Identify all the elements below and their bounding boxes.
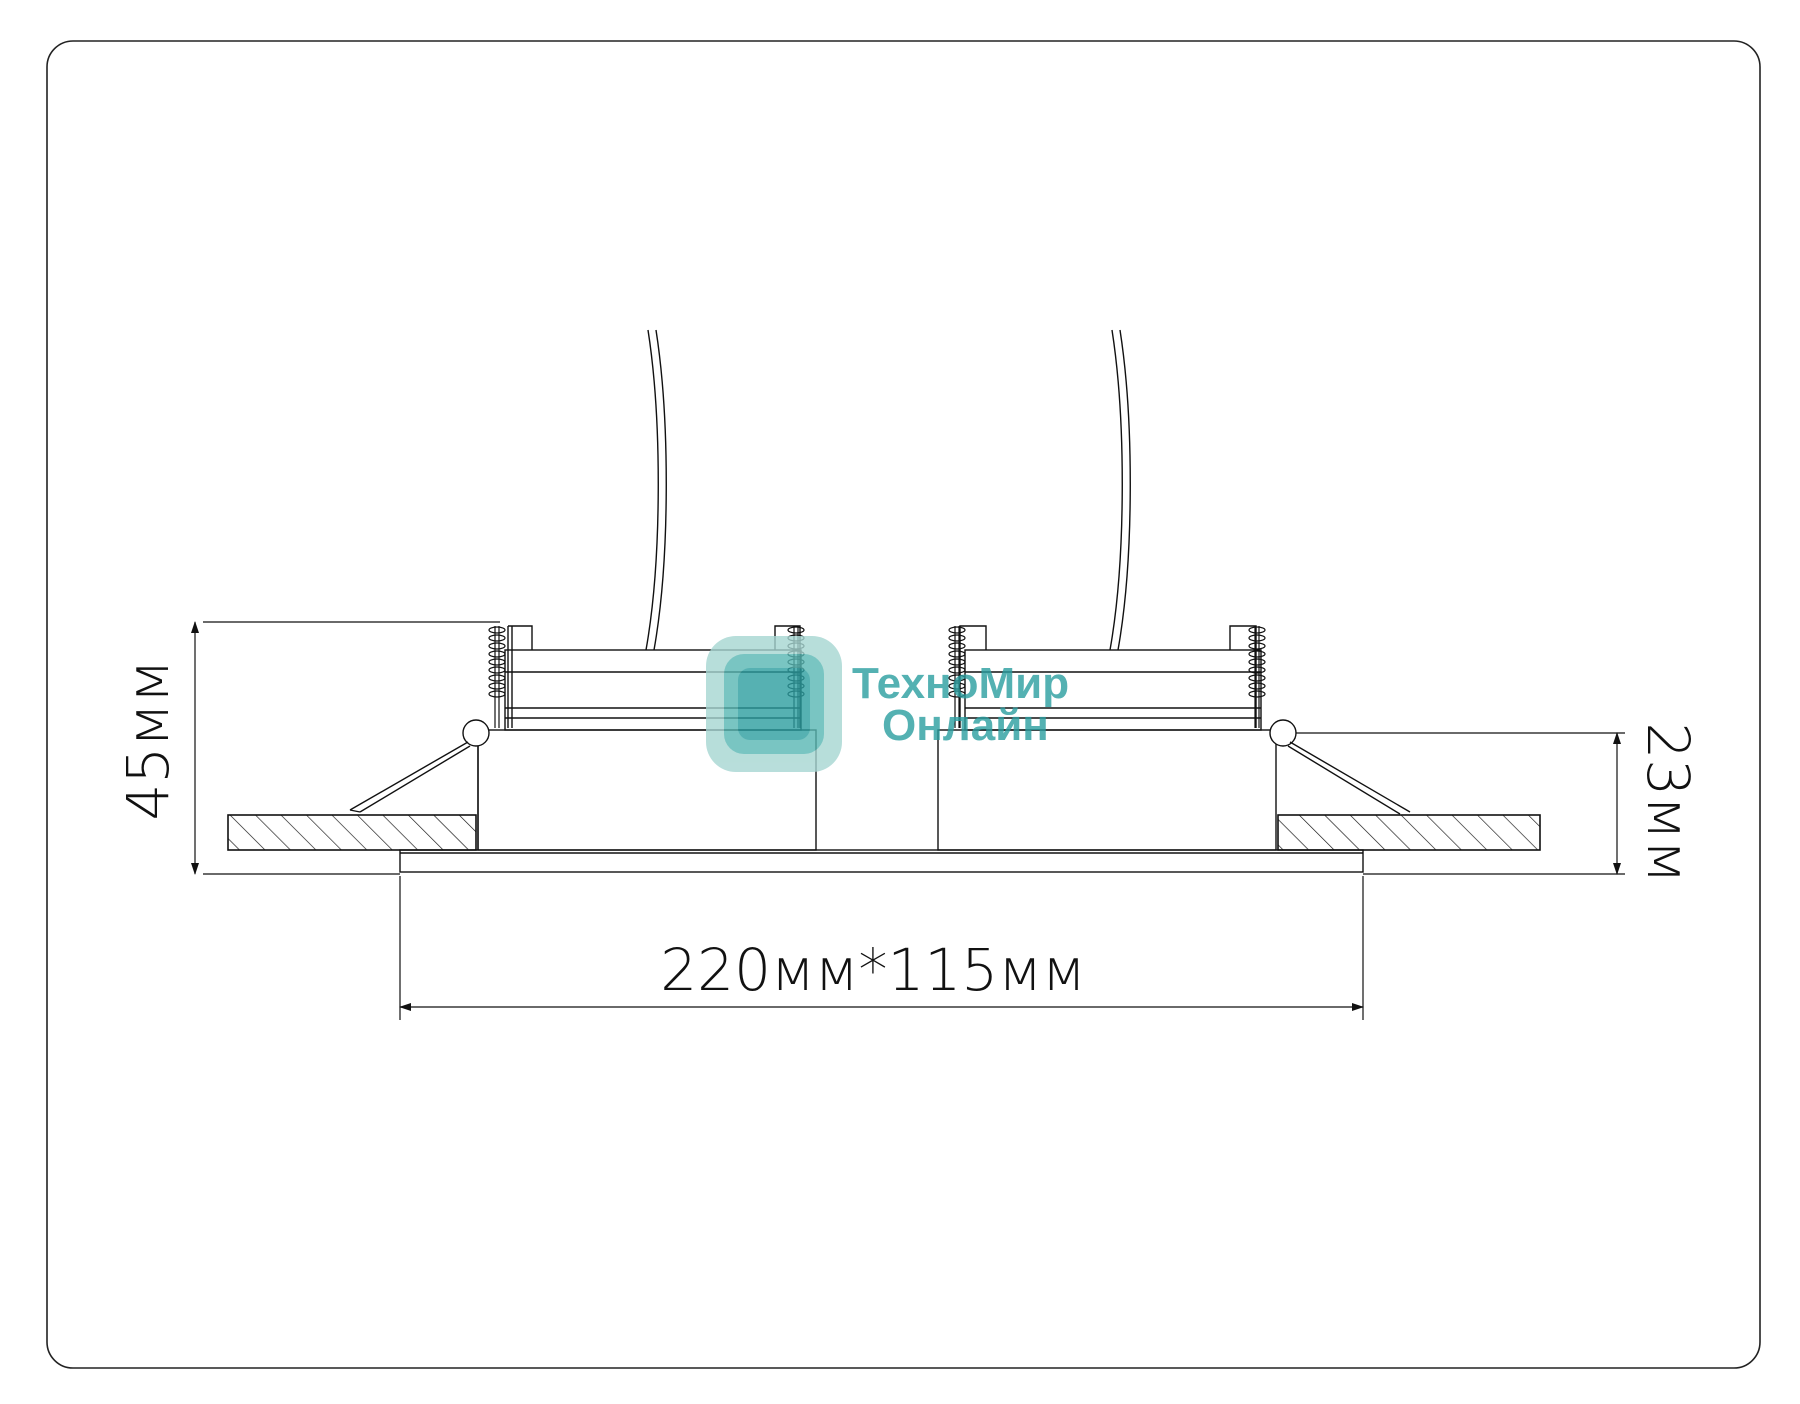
driver-right — [959, 625, 1262, 731]
suspension-wires — [645, 329, 1131, 651]
dimension-cutout-label: 220мм*115мм — [660, 936, 1085, 1004]
dimension-height-total — [191, 621, 500, 875]
dimension-height-body — [1296, 732, 1625, 875]
ceiling-right — [1277, 814, 1541, 851]
drawing-frame — [46, 40, 1761, 1369]
dimension-cutout — [399, 876, 1364, 1020]
spring-1 — [488, 626, 506, 728]
ceiling-left — [227, 814, 477, 851]
clip-left — [349, 719, 490, 813]
dimension-height-body-label: 23мм — [1634, 722, 1702, 883]
watermark: ТехноМир Онлайн — [706, 636, 1069, 772]
trim-plate — [399, 849, 1364, 873]
watermark-line2: Онлайн — [882, 701, 1049, 750]
spring-4 — [1248, 626, 1266, 728]
spring-3 — [948, 626, 966, 728]
dimension-height-total-label: 45мм — [114, 659, 182, 820]
driver-left — [504, 625, 802, 731]
clip-right — [1269, 719, 1411, 815]
watermark-line1: ТехноМир — [852, 659, 1069, 708]
